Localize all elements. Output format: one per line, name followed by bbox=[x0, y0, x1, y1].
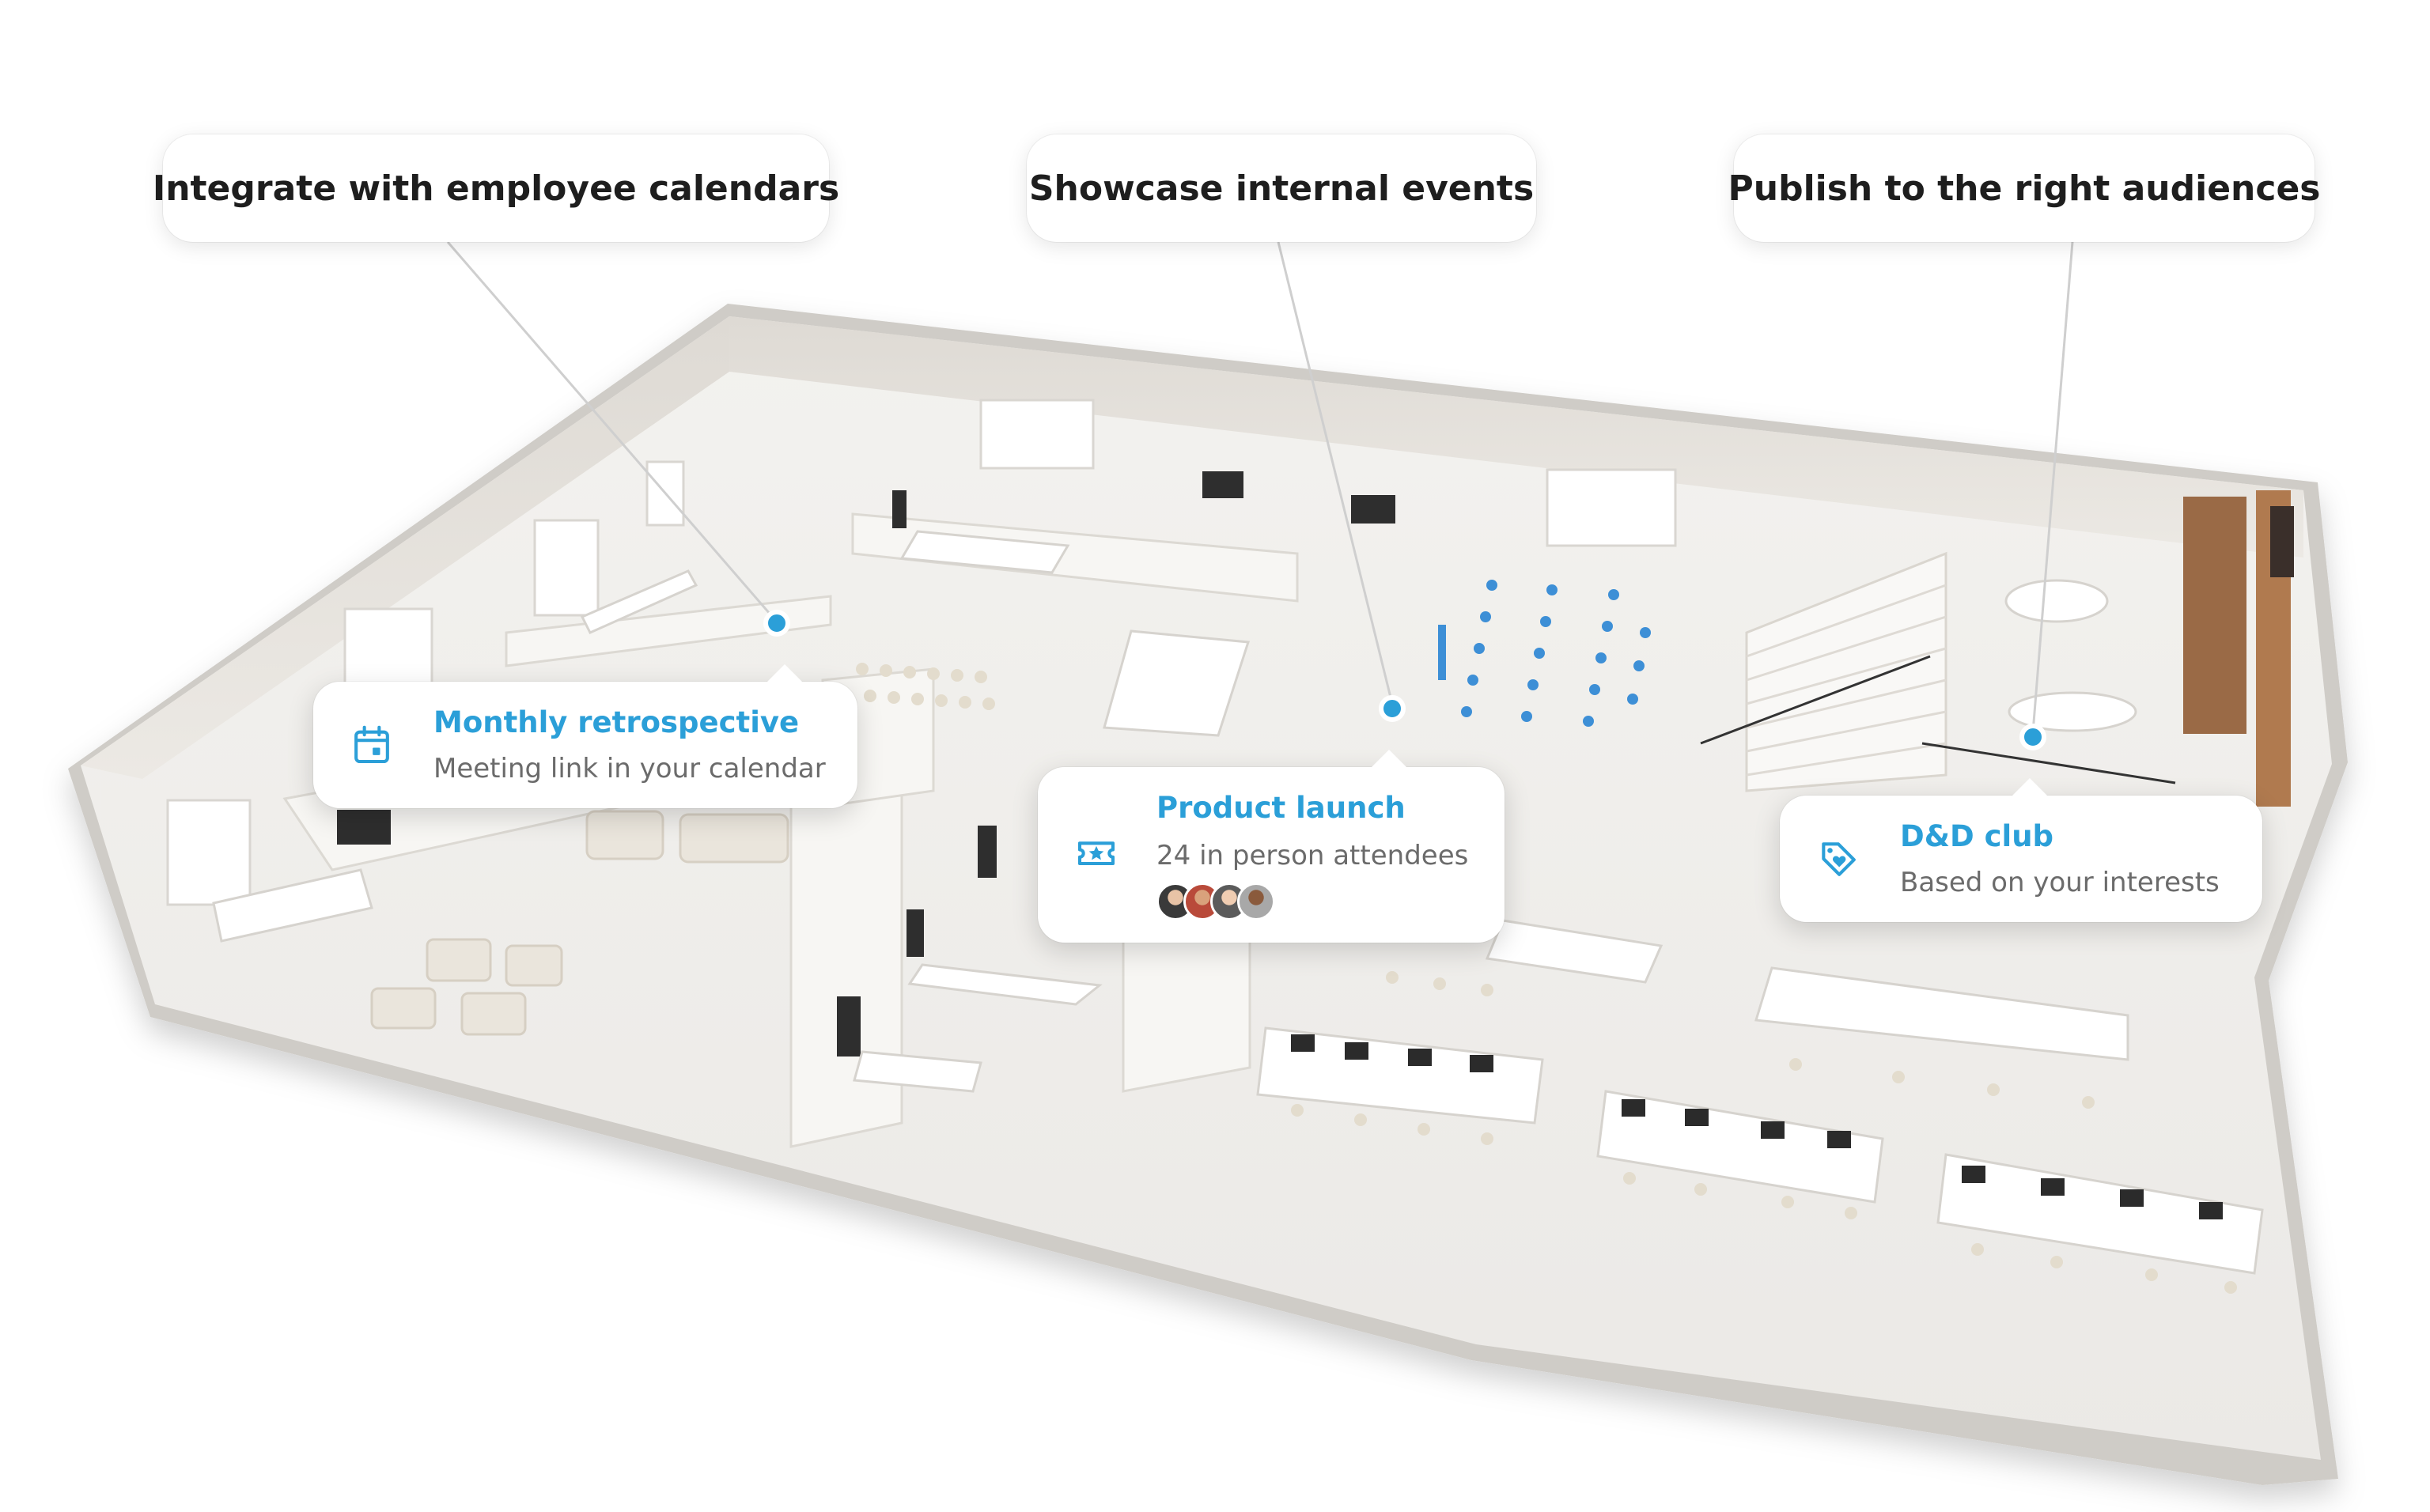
avatar bbox=[1237, 883, 1275, 920]
event-subtitle: Meeting link in your calendar bbox=[433, 753, 826, 784]
attendee-avatars bbox=[1156, 883, 1275, 920]
calendar-icon bbox=[354, 725, 389, 764]
event-title: Monthly retrospective bbox=[433, 705, 800, 739]
location-markers bbox=[763, 610, 2046, 750]
event-subtitle: 24 in person attendees bbox=[1156, 840, 1469, 871]
back-wall-left bbox=[81, 316, 729, 779]
kitchen-counter bbox=[2183, 490, 2294, 807]
windows bbox=[166, 399, 1677, 906]
callout-publish-audiences: Publish to the right audiences bbox=[1728, 134, 2321, 242]
event-audience bbox=[1438, 580, 1651, 727]
callout-connectors bbox=[446, 241, 2074, 733]
event-subtitle: Based on your interests bbox=[1900, 867, 2220, 898]
event-card-monthly-retrospective[interactable]: Monthly retrospective Meeting link in yo… bbox=[313, 664, 857, 808]
callout-label: Integrate with employee calendars bbox=[152, 168, 840, 209]
ticket-star-icon bbox=[1077, 841, 1115, 866]
tag-heart-icon bbox=[1822, 842, 1856, 876]
stairs-seating bbox=[1700, 551, 2176, 792]
event-card-product-launch[interactable]: Product launch 24 in person attendees bbox=[1038, 750, 1505, 943]
back-wall-right bbox=[729, 316, 2303, 558]
callout-integrate-calendars: Integrate with employee calendars bbox=[153, 134, 839, 242]
chairs bbox=[856, 663, 2237, 1294]
tables bbox=[212, 530, 2264, 1275]
card-caret bbox=[1370, 750, 1408, 769]
wall-screens bbox=[337, 471, 1395, 1057]
event-card-dnd-club[interactable]: D&D club Based on your interests bbox=[1780, 778, 2262, 922]
card-caret bbox=[766, 664, 804, 683]
lounge-sofas bbox=[370, 810, 789, 1036]
desk-monitors bbox=[1291, 1034, 2223, 1219]
event-title: Product launch bbox=[1156, 791, 1406, 825]
callout-showcase-events: Showcase internal events bbox=[1027, 134, 1536, 242]
callout-label: Showcase internal events bbox=[1028, 168, 1535, 209]
callout-label: Publish to the right audiences bbox=[1728, 168, 2321, 209]
card-caret bbox=[2011, 778, 2049, 797]
event-title: D&D club bbox=[1900, 819, 2054, 853]
